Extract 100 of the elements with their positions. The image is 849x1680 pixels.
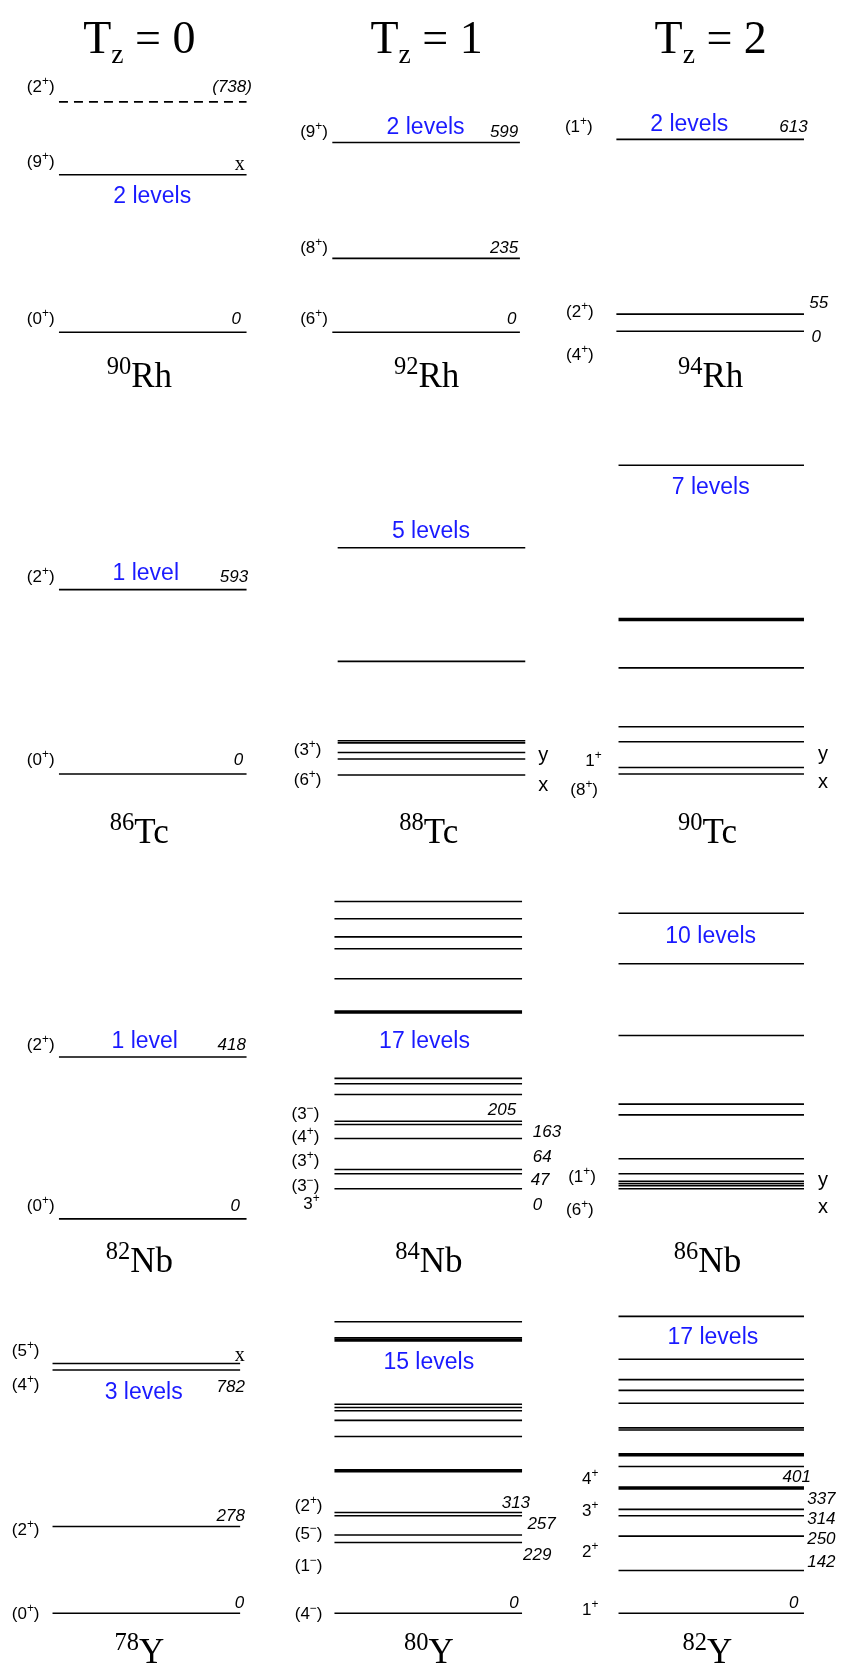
energy-label: 235	[489, 238, 519, 256]
nuclide-label: $^{90}$Rh	[106, 357, 172, 393]
nuclide-label: $^{88}$Tc	[399, 813, 459, 849]
energy-label: 64	[532, 1147, 552, 1165]
nuclide-label: $^{92}$Rh	[393, 357, 460, 393]
spin-parity-label: (4$^{−}$)	[294, 1604, 323, 1622]
spin-parity-label: (1$^{−}$)	[294, 1556, 323, 1574]
level-marker-label: x	[817, 771, 828, 792]
level-marker-label: y	[538, 743, 549, 764]
spin-parity-label: (0$^{+}$)	[26, 309, 55, 327]
level-count-label: 1 level	[111, 1028, 178, 1052]
nuclide-label: $^{94}$Rh	[678, 357, 744, 393]
spin-parity-label: 3$^{+}$	[582, 1501, 599, 1519]
spin-parity-label: (0$^{+}$)	[26, 1196, 55, 1214]
level-count-label: 2 levels	[650, 111, 729, 135]
level-count-label: 3 levels	[104, 1379, 183, 1403]
energy-label: 250	[807, 1529, 836, 1547]
energy-label: 418	[217, 1035, 246, 1053]
energy-label: 782	[216, 1377, 245, 1395]
spin-parity-label: (6$^{+}$)	[300, 309, 328, 327]
energy-label: 257	[527, 1514, 556, 1532]
energy-label: 314	[807, 1509, 836, 1527]
nuclide-label: $^{84}$Nb	[395, 1242, 463, 1278]
spin-parity-label: (8$^{+}$)	[300, 238, 328, 256]
energy-label: 401	[782, 1467, 811, 1485]
nuclide-label: $^{82}$Y	[682, 1633, 733, 1669]
nuclide-label: $^{78}$Y	[114, 1633, 165, 1669]
spin-parity-label: (2$^{+}$)	[26, 567, 55, 585]
column-heading: T$_{z}$ = 2	[654, 14, 767, 61]
column-heading: T$_{z}$ = 1	[370, 14, 483, 61]
level-count-label: 5 levels	[391, 518, 470, 542]
energy-label: 229	[523, 1545, 552, 1563]
spin-parity-label: 1$^{+}$	[582, 1600, 599, 1618]
energy-label: 0	[233, 750, 244, 768]
spin-parity-label: 4$^{+}$	[582, 1469, 599, 1487]
level-count-label: 2 levels	[113, 183, 192, 207]
level-count-label: 10 levels	[665, 923, 757, 947]
spin-parity-label: (4$^{+}$)	[291, 1127, 320, 1145]
level-count-label: 17 levels	[379, 1028, 470, 1052]
spin-parity-label: (2$^{+}$)	[26, 77, 55, 95]
energy-label: 0	[230, 1196, 240, 1214]
level-marker-label: y	[817, 742, 828, 763]
spin-parity-label: (6$^{+}$)	[293, 770, 322, 788]
energy-label: 599	[489, 122, 519, 140]
energy-label: 55	[809, 293, 829, 311]
level-count-label: 2 levels	[386, 115, 465, 138]
spin-parity-label: (2$^{+}$)	[11, 1520, 40, 1538]
energy-label: 0	[234, 1593, 245, 1610]
spin-parity-label: (3$^{+}$)	[293, 740, 322, 758]
spin-parity-label: (3$^{−}$)	[291, 1104, 320, 1122]
spin-parity-label: (2$^{+}$)	[26, 1035, 55, 1053]
nuclide-label: $^{86}$Tc	[109, 813, 169, 849]
nuclide-label: $^{90}$Tc	[678, 813, 737, 849]
spin-parity-label: (8$^{+}$)	[570, 780, 599, 798]
level-marker-label: y	[817, 1169, 828, 1190]
energy-label: 163	[532, 1122, 562, 1140]
spin-parity-label: (6$^{+}$)	[566, 1200, 594, 1218]
spin-parity-label: 2$^{+}$	[582, 1542, 599, 1560]
energy-label: 0	[231, 309, 241, 327]
energy-label: 0	[811, 327, 821, 344]
spin-parity-label: (0$^{+}$)	[26, 750, 55, 768]
energy-label: 613	[779, 118, 808, 135]
nuclide-label: $^{80}$Y	[403, 1633, 454, 1669]
energy-label: 278	[216, 1506, 245, 1524]
energy-label: 0	[788, 1593, 799, 1610]
level-marker-label: x	[234, 152, 245, 173]
spin-parity-label: (5$^{−}$)	[294, 1524, 323, 1542]
level-marker-label: x	[817, 1195, 828, 1216]
level-count-label: 1 level	[112, 560, 179, 584]
spin-parity-label: (4$^{+}$)	[566, 345, 594, 363]
energy-label: 313	[501, 1493, 531, 1511]
spin-parity-label: (1$^{+}$)	[568, 1167, 596, 1185]
spin-parity-label: (2$^{+}$)	[294, 1496, 323, 1514]
energy-label: 47	[530, 1170, 550, 1188]
energy-label: 0	[509, 1593, 519, 1610]
energy-label: 142	[807, 1552, 836, 1570]
spin-parity-label: (9$^{+}$)	[300, 122, 328, 140]
energy-label: 205	[487, 1101, 517, 1118]
spin-parity-label: (3$^{−}$)	[291, 1176, 320, 1193]
spin-parity-label: (9$^{+}$)	[26, 152, 55, 170]
spin-parity-label: 1$^{+}$	[585, 751, 602, 769]
spin-parity-label: (1$^{+}$)	[564, 118, 593, 135]
level-count-label: 17 levels	[667, 1324, 759, 1348]
spin-parity-label: (5$^{+}$)	[11, 1341, 40, 1359]
energy-label: 0	[532, 1195, 543, 1213]
energy-label: 593	[219, 567, 249, 585]
energy-label: 337	[807, 1489, 836, 1507]
spin-parity-label: (4$^{+}$)	[11, 1375, 40, 1393]
nuclide-label: $^{82}$Nb	[105, 1242, 173, 1278]
spin-parity-label: (3$^{+}$)	[291, 1151, 320, 1169]
nuclide-label: $^{86}$Nb	[673, 1242, 742, 1278]
column-heading: T$_{z}$ = 0	[83, 14, 196, 61]
level-marker-label: x	[538, 773, 549, 794]
level-count-label: 15 levels	[383, 1349, 475, 1373]
spin-parity-label: (0$^{+}$)	[11, 1604, 40, 1622]
level-marker-label: x	[234, 1343, 245, 1364]
energy-label: 0	[507, 309, 517, 327]
energy-label: (738)	[212, 77, 252, 95]
spin-parity-label: 3$^{+}$	[303, 1194, 320, 1212]
level-count-label: 7 levels	[671, 474, 750, 498]
